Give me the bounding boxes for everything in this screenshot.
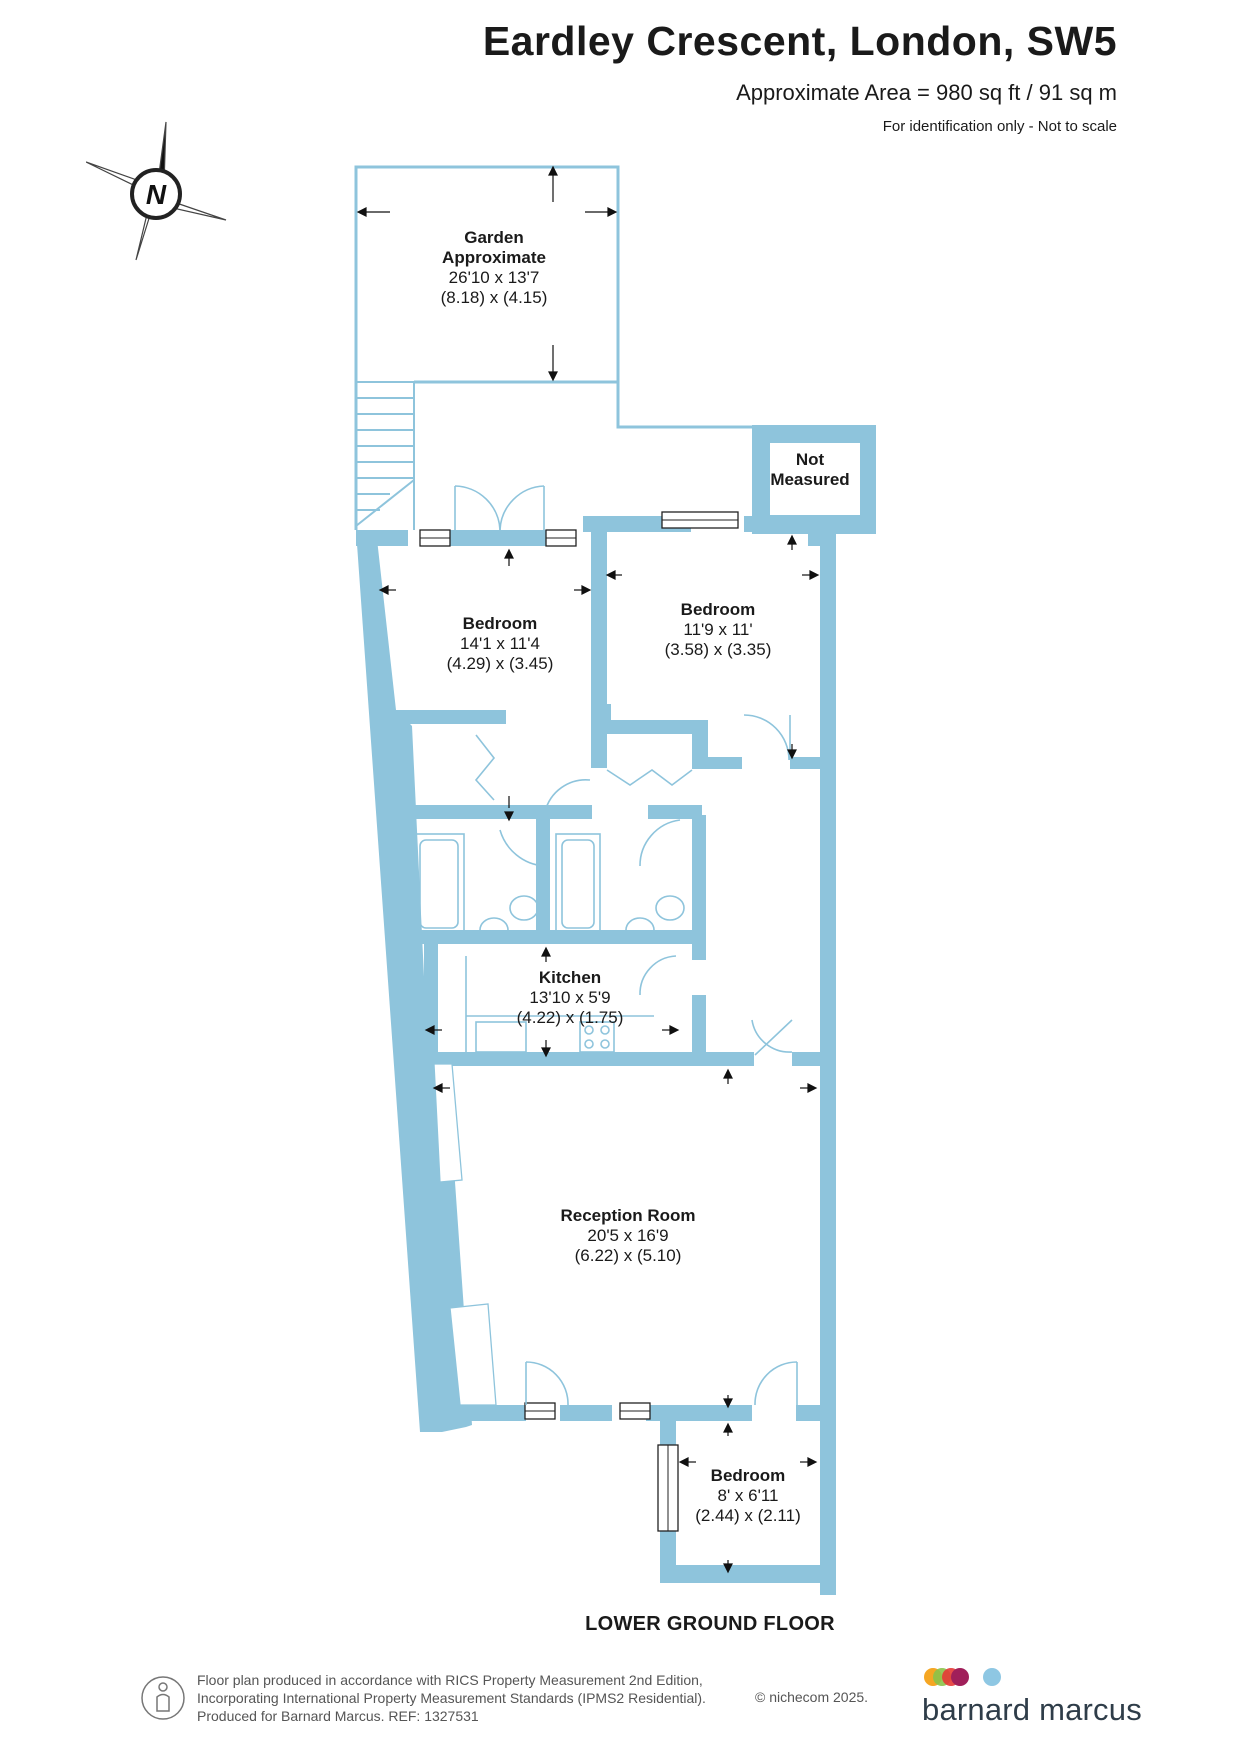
brand-name: barnard marcus [922,1692,1142,1727]
floor-label: LOWER GROUND FLOOR [585,1613,835,1635]
reception-imperial: 20'5 x 16'9 [587,1226,669,1245]
compass-letter: N [146,179,167,210]
left-outer-wall [356,530,472,1432]
bedroom2-name: Bedroom [680,600,756,619]
garden-name-line1: Garden [464,228,524,247]
bedroom1-metric: (4.29) x (3.45) [446,654,554,673]
scale-disclaimer: For identification only - Not to scale [882,118,1117,135]
bedroom2-imperial: 11'9 x 11' [683,620,753,639]
bedroom2-metric: (3.58) x (3.35) [664,640,772,659]
kitchen-name: Kitchen [538,968,602,987]
garden-metric: (8.18) x (4.15) [440,288,548,307]
not-measured-line1: Not [795,450,825,469]
stairs [355,381,415,530]
page-title: Eardley Crescent, London, SW5 [482,18,1117,64]
footer-notes: Floor plan produced in accordance with R… [197,1671,706,1725]
person-icon [141,1676,185,1720]
reception-name: Reception Room [560,1206,696,1225]
room-label-reception: Reception Room 20'5 x 16'9 (6.22) x (5.1… [560,1206,695,1266]
kitchen-imperial: 13'10 x 5'9 [529,988,611,1007]
room-label-garden: Garden Approximate 26'10 x 13'7 (8.18) x… [441,228,548,308]
not-measured-line2: Measured [770,470,850,489]
bedroom1-imperial: 14'1 x 11'4 [460,634,540,653]
footer-line-2: Incorporating International Property Mea… [197,1690,706,1706]
bedroom3-metric: (2.44) x (2.11) [695,1506,801,1525]
room-label-bedroom-1: Bedroom 14'1 x 11'4 (4.29) x (3.45) [447,614,554,674]
bedroom3-imperial: 8' x 6'11 [717,1486,779,1505]
kitchen-metric: (4.22) x (1.75) [516,1008,624,1027]
bedroom3-name: Bedroom [710,1466,786,1485]
garden-imperial: 26'10 x 13'7 [448,268,540,287]
north-arrow-icon: N [86,121,227,261]
room-label-not-measured: Not Measured [770,450,849,490]
garden-lower-wall [616,382,760,429]
garden-name-line2: Approximate [442,248,546,267]
garden-outline [354,165,620,530]
brand-logo-dots [924,1668,1001,1686]
area-summary: Approximate Area = 980 sq ft / 91 sq m [736,80,1117,105]
room-label-bedroom-2: Bedroom 11'9 x 11' (3.58) x (3.35) [665,600,772,660]
room-label-bedroom-3: Bedroom 8' x 6'11 (2.44) x (2.11) [695,1466,801,1526]
footer-line-1: Floor plan produced in accordance with R… [197,1672,703,1688]
copyright-notice: © nichecom 2025. [755,1689,869,1705]
reception-metric: (6.22) x (5.10) [574,1246,682,1265]
room-label-kitchen: Kitchen 13'10 x 5'9 (4.22) x (1.75) [517,968,624,1028]
footer-line-3: Produced for Barnard Marcus. REF: 132753… [197,1708,479,1724]
bedroom1-name: Bedroom [462,614,538,633]
